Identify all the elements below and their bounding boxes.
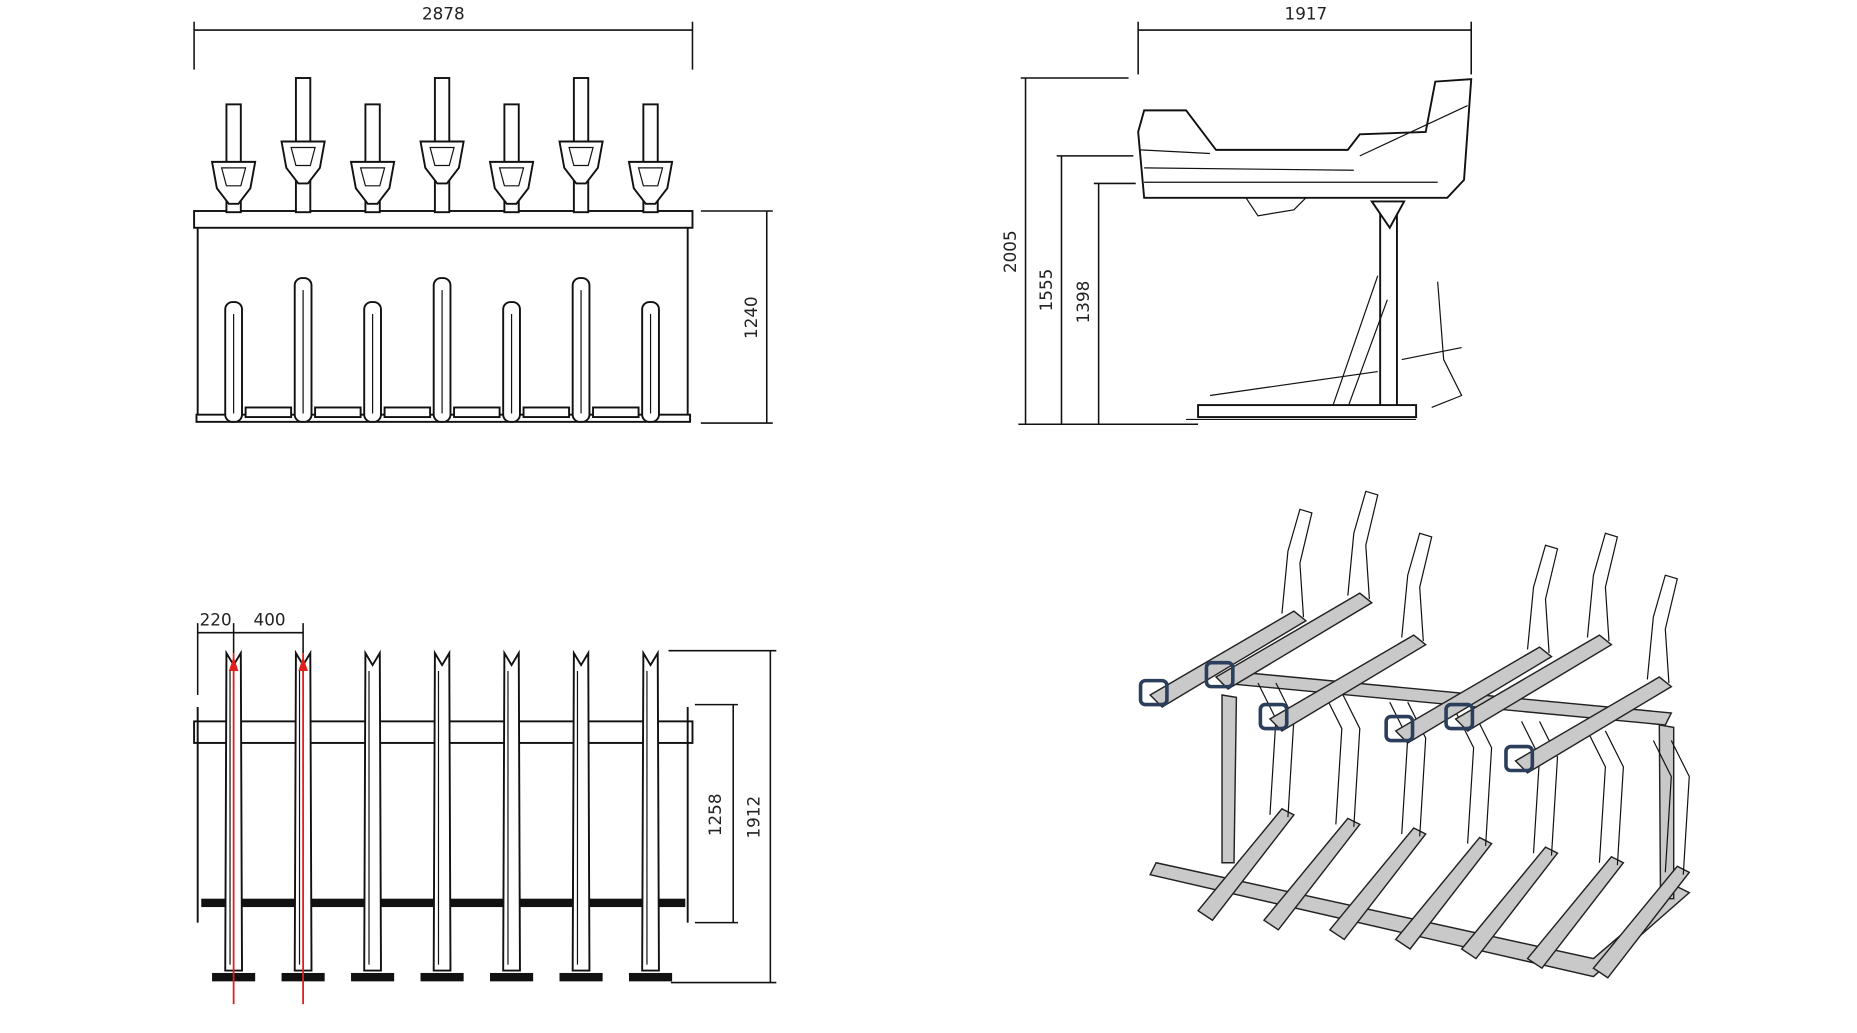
upper-slot-guide [1347, 490, 1379, 600]
depth-label: 1917 [1285, 3, 1328, 23]
floor-plate [453, 406, 501, 419]
upper-slot [1148, 610, 1308, 708]
plan-bay [212, 649, 256, 1005]
floor-plate [522, 406, 571, 419]
plan-view: 220 400 1258 1912 [193, 610, 777, 1005]
lower-slot-guide [1455, 711, 1493, 847]
floor-plate [314, 406, 362, 419]
height-mid-label: 1555 [1036, 269, 1056, 312]
holder-detail [220, 167, 247, 187]
arrow-icon [298, 656, 308, 672]
upper-slot-guide [1526, 544, 1559, 654]
plan-bay [559, 649, 603, 982]
lower-slot [1328, 827, 1427, 941]
wheel-handle [1204, 660, 1235, 689]
plan-bay [281, 649, 325, 1005]
lower-slot [1592, 865, 1691, 979]
upper-slot [1514, 676, 1673, 774]
arrow-icon [228, 656, 239, 672]
upper-slot-guide [1281, 508, 1313, 618]
lower-slot-guide [1652, 740, 1690, 875]
plan-bay [490, 649, 534, 982]
left-post [1221, 694, 1238, 864]
bay-foot [628, 972, 673, 982]
holder-detail [637, 167, 664, 187]
front-bay [280, 77, 362, 423]
lower-slot [1526, 855, 1625, 970]
pitch-label: 400 [254, 610, 286, 630]
offset-label: 220 [200, 610, 232, 630]
holder-detail [429, 146, 455, 167]
holder-detail [568, 146, 594, 167]
bay-rail [502, 649, 521, 972]
height-label: 1240 [741, 296, 761, 339]
lower-slot [1197, 807, 1296, 922]
holder-detail [290, 146, 316, 167]
bay-rail [641, 649, 660, 972]
bay-rail [571, 649, 591, 972]
bay-rail [363, 649, 382, 972]
holder-detail [359, 167, 386, 187]
front-view: 2878 1240 [193, 3, 773, 424]
plan-bay [351, 649, 395, 982]
wheel-handle [1384, 714, 1415, 743]
front-bay [558, 77, 640, 423]
wheel-handle [1444, 702, 1475, 731]
front-bay [210, 103, 293, 423]
side-view: 1917 2005 1555 1398 [1000, 3, 1473, 426]
bay-foot [559, 972, 603, 982]
lower-slot-guide [1323, 692, 1361, 827]
width-dimension: 2878 [193, 3, 694, 70]
right-post [1658, 724, 1675, 900]
front-bay [627, 103, 674, 423]
front-bay [488, 103, 571, 423]
upper-slot-guide [1586, 532, 1619, 642]
upper-slot-guide [1401, 532, 1433, 642]
front-bay [419, 77, 501, 423]
front-bay [349, 103, 432, 423]
isometric-view [1138, 490, 1691, 979]
lower-slot [1394, 836, 1493, 950]
lower-slot [1262, 817, 1361, 931]
floor-plate [592, 406, 640, 419]
inner-depth-label: 1258 [705, 793, 725, 836]
wheel-handle [1138, 678, 1169, 707]
total-depth-label: 1912 [744, 796, 764, 839]
height-dimension: 1240 [700, 210, 773, 424]
height-low-label: 1398 [1073, 281, 1093, 324]
lower-slot-guide [1586, 730, 1624, 866]
plan-bay [628, 649, 673, 982]
wheel-handle [1504, 744, 1535, 773]
wheel-handle [1258, 702, 1289, 731]
plan-bay [420, 649, 464, 982]
height-total-label: 2005 [1000, 230, 1020, 273]
floor-plate [244, 406, 293, 419]
upper-slot-guide [1646, 574, 1679, 684]
bay-foot [490, 972, 534, 982]
width-label: 2878 [422, 3, 465, 23]
bay-rail [432, 649, 452, 972]
bay-foot [351, 972, 395, 982]
floor-plate [383, 406, 432, 419]
lower-slot [1460, 846, 1559, 960]
bay-foot [420, 972, 464, 982]
holder-detail [498, 167, 525, 187]
